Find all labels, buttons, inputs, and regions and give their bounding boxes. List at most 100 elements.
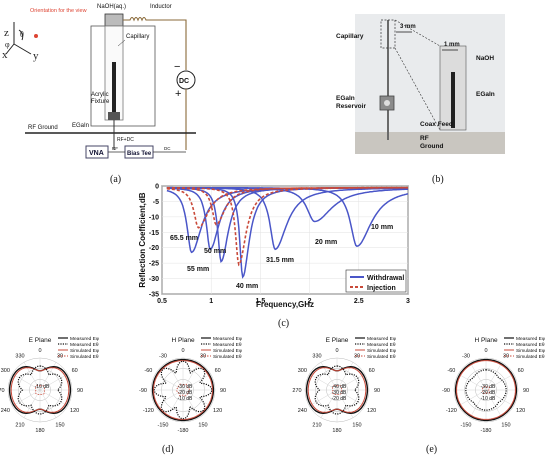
simulated-etheta <box>332 385 342 395</box>
polar-angle-label: -30 <box>159 353 167 359</box>
axis-x-label: x <box>2 49 8 61</box>
polar-legend-label: Simulated Eφ <box>516 348 545 354</box>
polar-angle-label: -180 <box>480 428 491 434</box>
photo-reservoir-label-1: EGaIn <box>336 95 355 102</box>
polar-angle-label: 0 <box>38 348 41 354</box>
caption-b: (b) <box>432 174 444 185</box>
chart-series <box>166 186 409 279</box>
inductor-label: Inductor <box>150 4 172 10</box>
polar-angle-label: 210 <box>312 423 321 429</box>
polar-angle-label: -150 <box>157 423 168 429</box>
caption-c: (c) <box>278 318 289 329</box>
simulated-ephi <box>10 367 70 413</box>
zoom-line-1 <box>394 19 441 47</box>
polar-angle-label: 0 <box>484 348 487 354</box>
panel-a: z y x θ φ Orientation for the view NaOH(… <box>2 4 196 185</box>
polar-spoke <box>39 373 68 391</box>
chart-ylabel: Reflection Coefficient,dB <box>138 192 147 287</box>
polar-angle-label: 150 <box>198 423 207 429</box>
y-tick-label: -25 <box>149 261 159 268</box>
polar-spoke <box>12 389 41 407</box>
axis-y-label: y <box>33 50 39 62</box>
annotation-label: 40 mm <box>236 283 258 290</box>
polar-spoke <box>469 389 487 418</box>
polar-legend-label: Measured Eφ <box>367 336 396 342</box>
annotation-label: 10 mm <box>371 224 393 231</box>
polar-angle-label: -90 <box>442 388 450 394</box>
simulated-ephi <box>307 367 367 413</box>
x-tick-label: 2 <box>308 298 312 305</box>
polar-legend-label: Simulated Eθ <box>367 354 396 360</box>
polar-inner-label: -30 dB <box>332 390 347 396</box>
photo-capillary-label: Capillary <box>336 33 364 40</box>
polar-angle-label: 270 <box>0 388 5 394</box>
rf-dc-label: RF+DC <box>117 137 134 143</box>
acrylic-label-2: Fixture <box>91 99 110 105</box>
photo-reservoir-screw <box>384 100 390 106</box>
polar-angle-label: 330 <box>312 353 321 359</box>
polar-inner-label: -10 dB <box>178 396 193 402</box>
polar-legend-label: Measured Eθ <box>70 342 99 348</box>
polar-angle-label: 90 <box>220 388 226 394</box>
rf-label: RF <box>112 146 118 151</box>
y-tick-label: -15 <box>149 230 159 237</box>
panel-b: 3 mm 1 mm Capillary NaOH EGaIn EGaIn Res… <box>336 14 505 185</box>
zoom-region <box>380 19 396 49</box>
polar-angle-label: 30 <box>354 353 360 359</box>
polar-inner-label: -10 dB <box>35 384 50 390</box>
x-tick-label: 0.5 <box>157 298 167 305</box>
annotation-label: 65.5 mm <box>170 235 198 242</box>
polar-spoke <box>182 389 211 407</box>
polar-angle-label: 90 <box>77 388 83 394</box>
naoh-cap <box>104 13 124 27</box>
photo-egain-label: EGaIn <box>476 91 495 98</box>
egain-label: EGaIn <box>72 123 89 129</box>
simulated-etheta <box>35 385 45 395</box>
photo-rf-label-1: RF <box>420 135 429 142</box>
polar-angle-label: 300 <box>1 368 10 374</box>
dc-minus: − <box>174 61 180 73</box>
simulated-etheta <box>176 383 190 397</box>
polar-angle-label: 150 <box>501 423 510 429</box>
scale-3mm: 3 mm <box>400 24 416 30</box>
zoom-egain <box>451 72 455 128</box>
zoom-line-2 <box>394 47 441 131</box>
polar-angle-label: 30 <box>503 353 509 359</box>
polar-angle-label: 240 <box>1 408 10 414</box>
polar-angle-label: -120 <box>446 408 457 414</box>
measured-etheta <box>314 365 360 415</box>
x-tick-label: 2.5 <box>354 298 364 305</box>
scale-1mm: 1 mm <box>444 42 460 48</box>
annotation-label: 20 mm <box>315 239 337 246</box>
polar-angle-label: 300 <box>298 368 307 374</box>
egain-column <box>112 62 116 114</box>
polar-inner-label: -20 dB <box>481 390 496 396</box>
polar-angle-label: 120 <box>516 408 525 414</box>
polar-angle-label: 240 <box>298 408 307 414</box>
polar-legend-label: Measured Eφ <box>213 336 242 342</box>
polar-spoke <box>485 389 514 407</box>
polar-angle-label: 30 <box>57 353 63 359</box>
legend-injection: Injection <box>367 285 396 292</box>
y-tick-label: -20 <box>149 245 159 252</box>
y-tick-label: 0 <box>155 184 159 191</box>
polar-angle-label: 150 <box>352 423 361 429</box>
polar-legend-label: Simulated Eθ <box>70 354 99 360</box>
polar-angle-label: -180 <box>177 428 188 434</box>
dc-label: DC <box>164 146 171 151</box>
axis-phi-label: φ <box>5 40 10 49</box>
polar-angle-label: 0 <box>181 348 184 354</box>
y-tick-label: -10 <box>149 214 159 221</box>
polar-legend-label: Simulated Eθ <box>516 354 545 360</box>
polar-spoke <box>155 373 184 391</box>
caption-d: (d) <box>162 444 174 455</box>
orientation-note: Orientation for the view <box>30 8 87 14</box>
polar-spoke <box>485 389 503 418</box>
photo-naoh-label: NaOH <box>476 55 494 62</box>
y-tick-label: -30 <box>149 276 159 283</box>
naoh-label: NaOH(aq.) <box>97 4 126 10</box>
polar-inner-label: -30 dB <box>178 384 193 390</box>
